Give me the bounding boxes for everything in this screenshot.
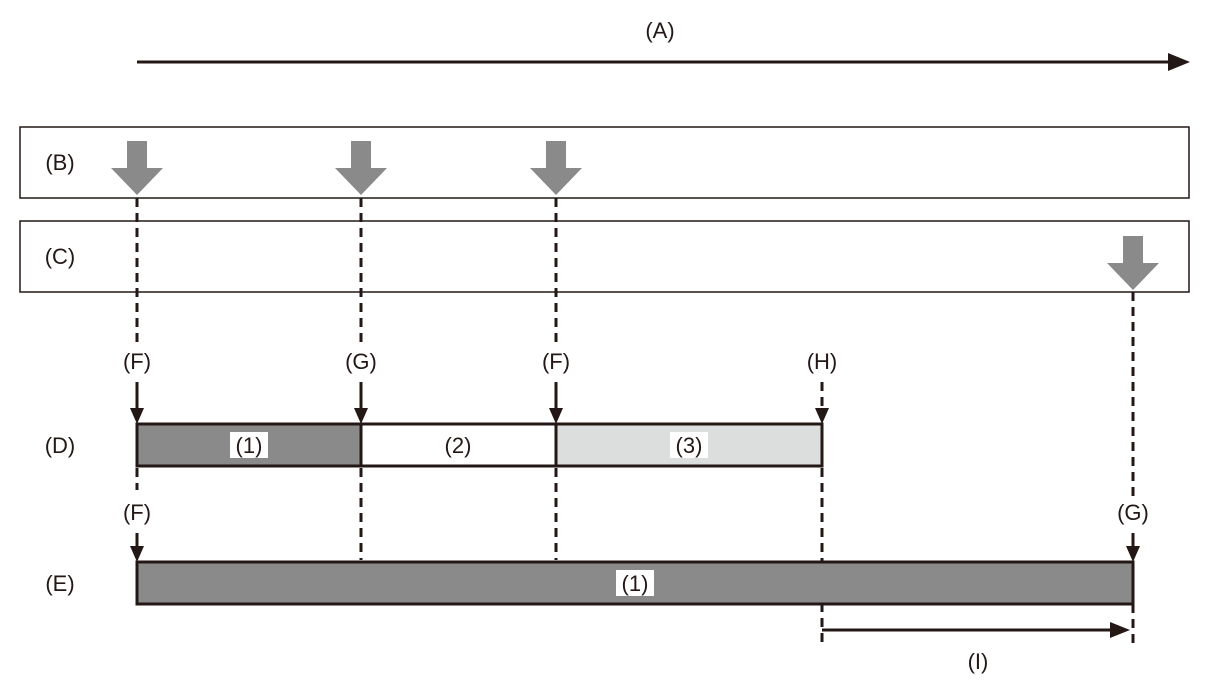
row-c-frame (19, 220, 1190, 293)
row-e-point-label: (G) (1117, 500, 1149, 525)
down-arrow-icon (111, 141, 163, 195)
arrow-down-icon (130, 408, 144, 424)
row-b-marker-2 (335, 141, 387, 195)
row-d-point-label: (G) (345, 349, 377, 374)
row-e-point-arrow-2 (1126, 533, 1140, 562)
row-e-segment-1-label: (1) (622, 571, 649, 596)
row-c-label: (C) (45, 244, 76, 269)
row-d-label: (D) (45, 433, 76, 458)
interval-label: (I) (968, 649, 989, 674)
row-d-segment-2-label: (2) (445, 433, 472, 458)
arrow-down-icon (354, 408, 368, 424)
row-d-point-arrow-2 (354, 382, 368, 424)
arrow-down-icon (130, 546, 144, 562)
arrow-right-icon (1110, 622, 1130, 638)
row-e-segment-1-badge (616, 570, 654, 596)
arrow-down-icon (1126, 546, 1140, 562)
row-d-segment-1-badge (230, 432, 268, 458)
row-c-marker-1 (1107, 236, 1159, 290)
row-b-marker-3 (530, 141, 582, 195)
row-d-point-label: (F) (542, 349, 570, 374)
row-e-point-label: (F) (123, 500, 151, 525)
down-arrow-icon (1107, 236, 1159, 290)
row-d-segment-1-label: (1) (236, 433, 263, 458)
row-d-point-label: (H) (807, 349, 838, 374)
row-e-label: (E) (45, 571, 74, 596)
arrow-down-icon (815, 408, 829, 424)
time-axis-arrowhead-icon (1168, 53, 1190, 71)
row-b-label: (B) (45, 150, 74, 175)
interval-arrow (822, 622, 1130, 638)
time-axis-label: (A) (645, 18, 674, 43)
row-d-point-arrow-3 (549, 382, 563, 424)
row-d-point-label: (F) (123, 349, 151, 374)
row-b-marker-1 (111, 141, 163, 195)
row-d-segment-3-label: (3) (676, 433, 703, 458)
row-e-point-arrow-1 (130, 533, 144, 562)
row-b-frame (19, 126, 1190, 199)
row-d-point-arrow-4 (815, 382, 829, 424)
row-d-segment-3-badge (670, 432, 708, 458)
down-arrow-icon (335, 141, 387, 195)
arrow-down-icon (549, 408, 563, 424)
row-d-point-arrow-1 (130, 382, 144, 424)
down-arrow-icon (530, 141, 582, 195)
